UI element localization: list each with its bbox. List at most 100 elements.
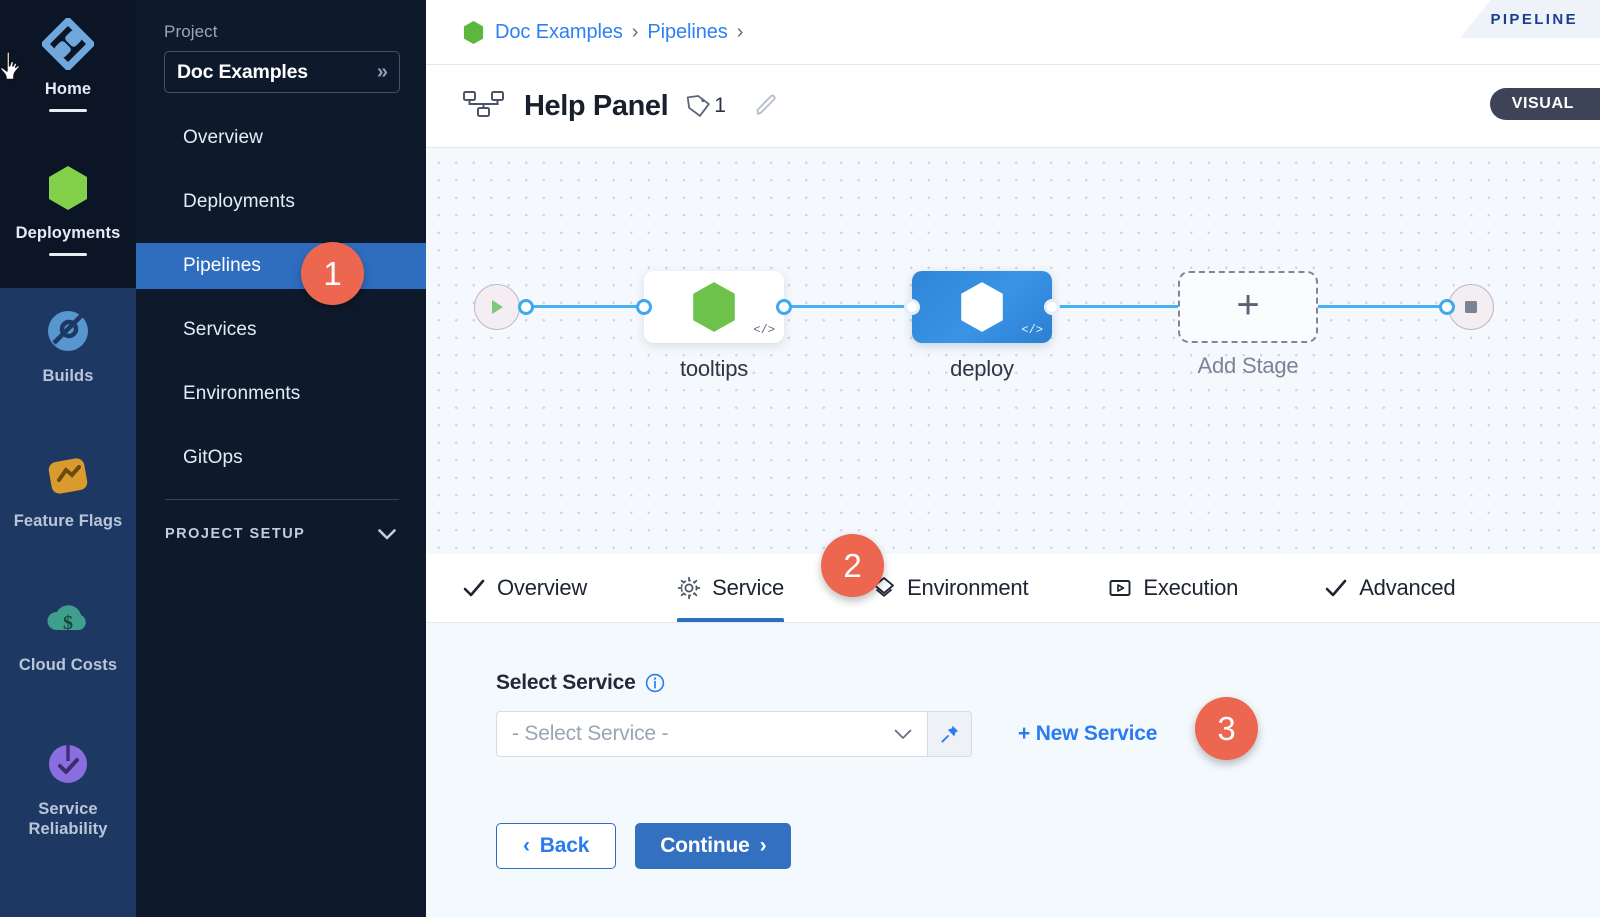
back-button-label: Back (539, 834, 590, 857)
port-deploy-in[interactable] (904, 299, 920, 315)
rail-item-service-reliability[interactable]: Service Reliability (0, 738, 136, 839)
sidebar-label-services: Services (183, 319, 257, 340)
callout-badge-3: 3 (1195, 697, 1258, 760)
pipeline-canvas[interactable]: </> tooltips </> deploy + Add Stage (426, 148, 1600, 554)
chevron-down-icon (894, 729, 912, 739)
edge-addstage-to-end (1316, 305, 1481, 308)
sidebar-item-overview[interactable]: Overview (136, 115, 426, 161)
stage-node-deploy[interactable]: </> (912, 271, 1052, 343)
project-selector[interactable]: Doc Examples » (164, 51, 400, 93)
rail-item-feature-flags[interactable]: Feature Flags (0, 450, 136, 531)
play-icon (492, 300, 503, 314)
stage-code-badge-tooltips: </> (753, 323, 775, 337)
project-nav: Overview Deployments Pipelines Services … (136, 115, 426, 481)
sidebar-divider (165, 499, 399, 500)
hand-pointer-cursor (0, 51, 21, 81)
continue-button[interactable]: Continue › (635, 823, 792, 869)
select-service-label: Select Service (496, 671, 636, 694)
port-end-in[interactable] (1439, 299, 1455, 315)
play-box-icon (1109, 580, 1131, 596)
breadcrumb-link-pipelines[interactable]: Pipelines (647, 20, 728, 43)
port-tooltips-out[interactable] (776, 299, 792, 315)
pin-service-button[interactable] (928, 711, 972, 757)
sidebar-label-environments: Environments (183, 383, 301, 404)
port-deploy-out[interactable] (1044, 299, 1060, 315)
sidebar-item-gitops[interactable]: GitOps (136, 435, 426, 481)
sidebar-label-gitops: GitOps (183, 447, 243, 468)
back-chevron-icon: ‹ (523, 834, 530, 857)
view-mode-toggle-visual[interactable]: VISUAL (1489, 88, 1600, 120)
select-service-row: - Select Service - + New Service (496, 711, 1600, 757)
chevron-down-icon (378, 528, 396, 539)
stage-node-tooltips[interactable]: </> (644, 271, 784, 343)
rail-label-builds: Builds (42, 367, 94, 385)
select-service-placeholder: - Select Service - (512, 722, 669, 745)
view-mode-label: VISUAL (1511, 95, 1574, 112)
edge-deploy-to-addstage (1051, 305, 1276, 308)
info-circle-icon[interactable] (645, 673, 665, 693)
check-icon (1325, 579, 1347, 597)
home-diamond-icon (42, 18, 94, 70)
end-stop-node[interactable] (1448, 284, 1494, 330)
cloud-costs-dollar-icon: $ (47, 605, 86, 634)
rail-label-feature-flags: Feature Flags (13, 512, 123, 530)
tab-label-advanced: Advanced (1359, 575, 1456, 600)
rail-label-deployments: Deployments (15, 224, 121, 242)
harness-hexagon-white-icon (961, 282, 1003, 332)
sidebar-item-services[interactable]: Services (136, 307, 426, 353)
rail-item-home[interactable]: Home (0, 18, 136, 113)
pencil-edit-icon[interactable] (754, 94, 778, 118)
start-trigger-node[interactable] (474, 284, 520, 330)
module-rail: Home Deployments Builds Featur (0, 0, 136, 917)
breadcrumb-separator-2: › (736, 20, 744, 43)
sidebar-item-deployments[interactable]: Deployments (136, 179, 426, 225)
rail-active-underline-home (49, 109, 87, 113)
edge-tooltips-to-deploy (781, 305, 981, 308)
rail-item-cloud-costs[interactable]: $ Cloud Costs (0, 594, 136, 675)
tab-label-overview: Overview (497, 575, 588, 600)
tab-label-execution: Execution (1143, 575, 1239, 600)
pipeline-nodes-icon (463, 91, 504, 117)
tab-label-service: Service (712, 575, 785, 600)
select-service-input[interactable]: - Select Service - (496, 711, 928, 757)
edge-start-to-tooltips (526, 305, 726, 308)
tab-advanced[interactable]: Advanced (1324, 554, 1456, 622)
stage-config-tabs: Overview Service Environment (426, 554, 1600, 623)
port-tooltips-in[interactable] (636, 299, 652, 315)
callout-badge-1: 1 (301, 242, 364, 305)
project-label: Project (164, 22, 218, 41)
back-button[interactable]: ‹ Back (496, 823, 617, 869)
tag-count: 1 (714, 94, 726, 117)
svg-text:$: $ (63, 612, 73, 634)
project-setup-toggle[interactable]: PROJECT SETUP (136, 526, 426, 542)
rail-item-deployments[interactable]: Deployments (0, 162, 136, 257)
breadcrumb-link-doc-examples[interactable]: Doc Examples (495, 20, 623, 43)
sidebar-item-pipelines[interactable]: Pipelines (136, 243, 426, 289)
port-start-out[interactable] (518, 299, 534, 315)
feature-flags-icon (48, 458, 88, 494)
main-content: Doc Examples › Pipelines › PIPELINE Help… (426, 0, 1600, 917)
check-icon (463, 579, 485, 597)
tab-environment[interactable]: Environment (872, 554, 1029, 622)
add-stage-label: Add Stage (1197, 353, 1299, 378)
tab-label-environment: Environment (907, 575, 1029, 600)
add-stage-button[interactable]: + (1178, 271, 1318, 343)
breadcrumb: Doc Examples › Pipelines › PIPELINE (426, 0, 1600, 64)
tab-service[interactable]: Service (677, 554, 784, 622)
pipeline-title-bar: Help Panel 1 VISUAL (426, 64, 1600, 148)
plus-icon: + (1236, 283, 1260, 327)
tag-icon[interactable] (686, 94, 711, 119)
sidebar-item-environments[interactable]: Environments (136, 371, 426, 417)
service-reliability-check-icon (49, 745, 87, 783)
tab-overview[interactable]: Overview (462, 554, 587, 622)
breadcrumb-separator-1: › (631, 20, 639, 43)
sidebar-label-deployments: Deployments (183, 191, 295, 212)
new-service-link[interactable]: + New Service (1018, 722, 1158, 745)
continue-button-label: Continue (660, 834, 750, 857)
pipeline-corner-tab[interactable]: PIPELINE (1460, 0, 1600, 38)
tab-execution[interactable]: Execution (1108, 554, 1238, 622)
rail-label-cloud-costs: Cloud Costs (18, 656, 118, 674)
stage-label-tooltips: tooltips (679, 356, 749, 381)
select-service-label-row: Select Service (496, 671, 1600, 695)
rail-item-builds[interactable]: Builds (0, 305, 136, 386)
